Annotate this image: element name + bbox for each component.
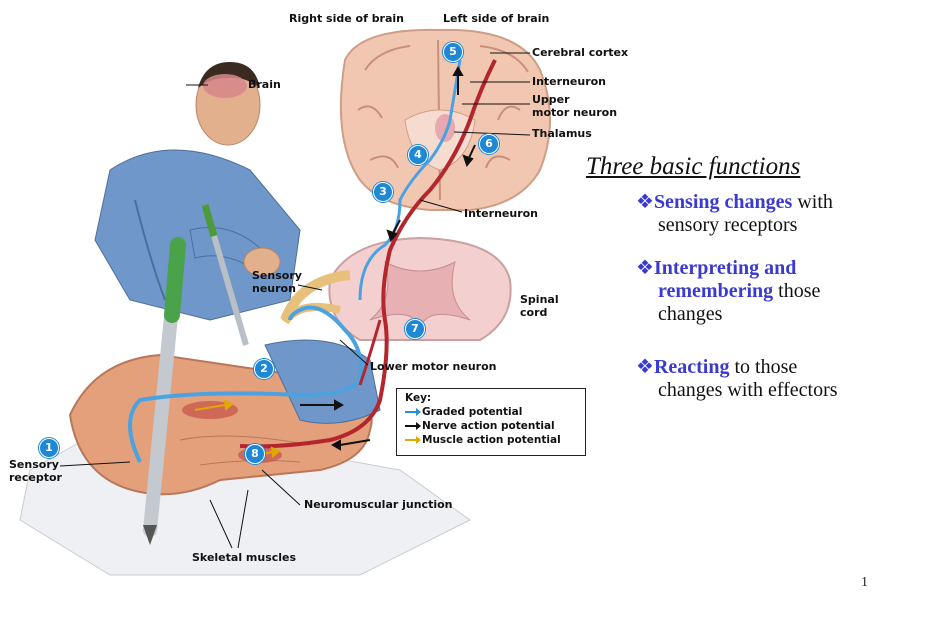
nerve-arrow-icon <box>405 425 419 427</box>
step-badge-2: 2 <box>254 359 274 379</box>
bullet-reacting-rest-2: changes with effectors <box>636 379 838 402</box>
label-upper-motor-neuron-1: Upper <box>532 94 570 106</box>
label-left-side-of-brain: Left side of brain <box>443 13 549 25</box>
label-brain: Brain <box>248 79 281 91</box>
legend-key: Key: Graded potential Nerve action poten… <box>396 388 586 456</box>
legend-title: Key: <box>405 392 431 404</box>
page-number: 1 <box>861 575 868 591</box>
graded-arrow-icon <box>405 411 419 413</box>
legend-nerve-label: Nerve action potential <box>422 420 555 432</box>
label-sensory-receptor-1: Sensory <box>9 459 59 471</box>
label-interneuron-mid: Interneuron <box>464 208 538 220</box>
label-spinal-cord-1: Spinal <box>520 294 559 306</box>
bullet-interpreting-rest-2: changes <box>636 303 820 326</box>
label-cerebral-cortex: Cerebral cortex <box>532 47 628 59</box>
label-spinal-cord-2: cord <box>520 307 547 319</box>
step-badge-8: 8 <box>245 444 265 464</box>
bullet-sensing-em: Sensing changes <box>654 191 792 213</box>
label-interneuron-top: Interneuron <box>532 76 606 88</box>
step-badge-6: 6 <box>479 134 499 154</box>
bullet-interpreting-em: Interpreting and <box>654 257 796 279</box>
label-lower-motor-neuron: Lower motor neuron <box>370 361 496 373</box>
legend-muscle: Muscle action potential <box>405 434 561 446</box>
diamond-bullet-icon: ❖ <box>636 191 654 213</box>
step-badge-1: 1 <box>39 438 59 458</box>
bullet-reacting: ❖Reacting to those changes with effector… <box>636 356 838 402</box>
step-badge-5: 5 <box>443 42 463 62</box>
bullet-reacting-rest-1: to those <box>729 356 797 378</box>
legend-graded: Graded potential <box>405 406 522 418</box>
bullet-sensing-rest-1: with <box>792 191 833 213</box>
step-badge-3: 3 <box>373 182 393 202</box>
label-skeletal-muscles: Skeletal muscles <box>192 552 296 564</box>
label-sensory-neuron-2: neuron <box>252 283 296 295</box>
bullet-sensing: ❖Sensing changes with sensory receptors <box>636 191 833 237</box>
functions-panel: Three basic functions <box>586 152 926 182</box>
diamond-bullet-icon: ❖ <box>636 356 654 378</box>
bullet-sensing-rest-2: sensory receptors <box>636 214 833 237</box>
diamond-bullet-icon: ❖ <box>636 257 654 279</box>
legend-nerve: Nerve action potential <box>405 420 555 432</box>
label-right-side-of-brain: Right side of brain <box>289 13 404 25</box>
label-neuromuscular-junction: Neuromuscular junction <box>304 499 453 511</box>
muscle-arrow-icon <box>405 439 419 441</box>
step-badge-7: 7 <box>405 319 425 339</box>
legend-graded-label: Graded potential <box>422 406 522 418</box>
bullet-reacting-em: Reacting <box>654 356 730 378</box>
label-thalamus: Thalamus <box>532 128 592 140</box>
bullet-interpreting: ❖Interpreting and remembering those chan… <box>636 257 820 326</box>
bullet-interpreting-em-2: remembering <box>658 280 773 302</box>
legend-muscle-label: Muscle action potential <box>422 434 561 446</box>
bullet-interpreting-rest-1: those <box>773 280 820 302</box>
label-sensory-receptor-2: receptor <box>9 472 62 484</box>
label-sensory-neuron-1: Sensory <box>252 270 302 282</box>
label-upper-motor-neuron-2: motor neuron <box>532 107 617 119</box>
panel-title: Three basic functions <box>586 152 926 182</box>
step-badge-4: 4 <box>408 145 428 165</box>
